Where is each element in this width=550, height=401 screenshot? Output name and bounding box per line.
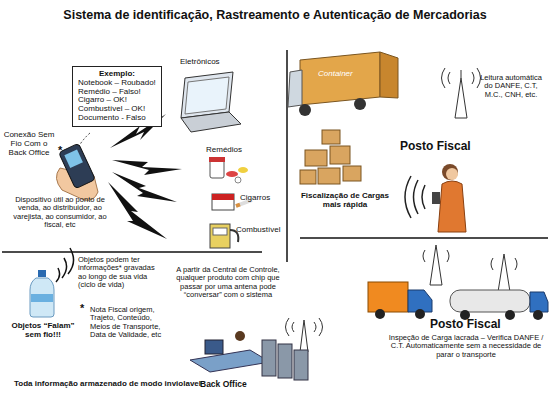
note: A partir da Central de Controle, qualque… [172, 266, 284, 300]
note: Leitura automática do DANFE, C.T, M.C., … [476, 74, 546, 99]
note: Fiscalização de Cargas mais rápida [295, 192, 395, 210]
box-line: Documento - Falso [78, 114, 156, 123]
note: Objetos podem ter informações* gravadas … [78, 256, 164, 290]
example-box: Exemplo:Notebook – Roubado!Remédio – Fal… [72, 66, 162, 127]
station-title: Posto Fiscal [430, 318, 501, 331]
box-line: Combustível – OK! [78, 105, 156, 114]
category-label: Cigarros [240, 194, 270, 203]
box-line: Remédio – Falso! [78, 88, 156, 97]
footnote-mark: * [80, 302, 84, 314]
note: Objetos “Falam” sem fio!!! [6, 322, 80, 340]
station-title: Posto Fiscal [400, 140, 471, 153]
container-label: Container [318, 70, 353, 79]
note: Conexão Sem Fio Com o Back Office [2, 131, 56, 158]
category-label: Combustível [236, 226, 280, 235]
box-heading: Exemplo: [78, 70, 156, 79]
station-label: Back Office [200, 380, 247, 390]
category-label: Remédios [206, 146, 242, 155]
box-line: Notebook – Roubado! [78, 79, 156, 88]
note: Dispositivo útil ao ponto de venda, ao d… [10, 196, 110, 230]
note: Nota Fiscal origem, Trajeto, Conteúdo, M… [90, 306, 166, 340]
diagram-title: Sistema de identificação, Rastreamento e… [0, 8, 550, 22]
note: Inspeção de Carga lacrada – Verifica DAN… [388, 334, 544, 359]
footnote-mark: * [58, 144, 62, 156]
category-label: Eletrônicos [180, 58, 220, 67]
note: Toda informação armazenado de modo invio… [14, 380, 201, 389]
box-line: Cigarro – OK! [78, 96, 156, 105]
